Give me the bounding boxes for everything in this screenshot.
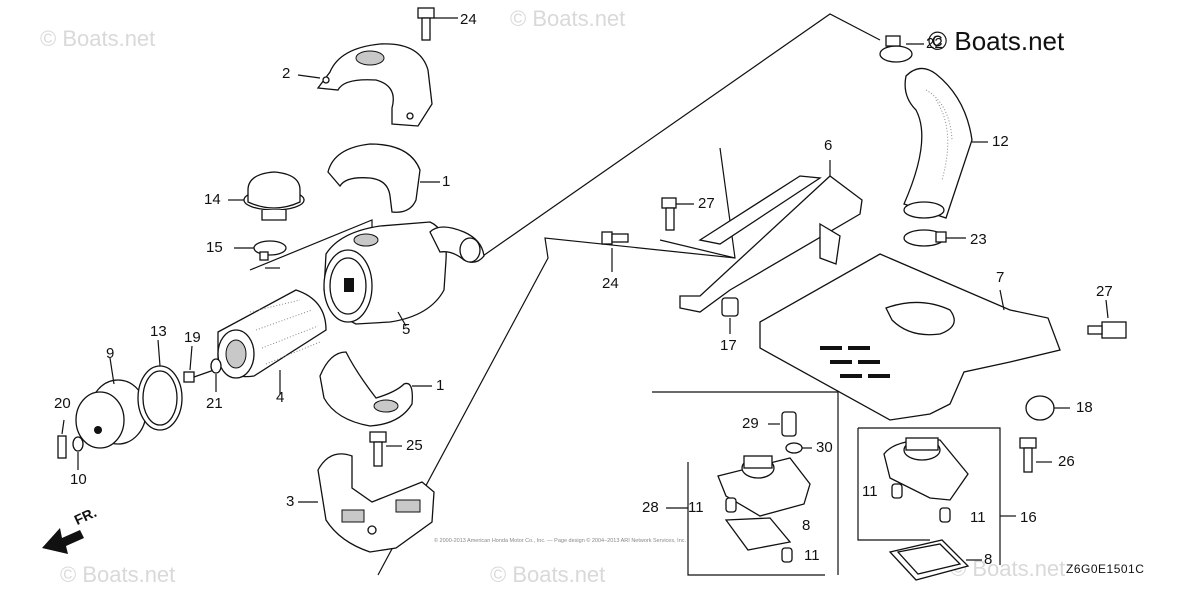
callout-27-upper[interactable]: 27 (698, 195, 715, 212)
callout-20[interactable]: 20 (54, 395, 71, 412)
callout-10[interactable]: 10 (70, 471, 87, 488)
washer-10 (72, 436, 84, 470)
callout-11-left-lower[interactable]: 11 (804, 547, 820, 564)
filter-element-4 (217, 289, 327, 394)
nut-19 (183, 345, 215, 383)
watermark: © Boats.net (490, 562, 606, 587)
strap-1-upper (327, 143, 440, 213)
callout-12[interactable]: 12 (992, 133, 1009, 150)
air-cleaner-body-5 (323, 221, 485, 327)
callout-11-left-upper[interactable]: 11 (688, 499, 704, 516)
group-outline-lines (249, 13, 1001, 576)
callout-8-right[interactable]: 8 (984, 551, 993, 568)
gasket-8 (888, 539, 982, 581)
bolt-24-left (601, 231, 629, 272)
washer-21 (210, 358, 222, 392)
plate-7 (759, 253, 1061, 421)
callout-1-upper[interactable]: 1 (442, 173, 451, 190)
bolt-24-top (417, 7, 458, 41)
callout-11-right-lower[interactable]: 11 (970, 509, 986, 526)
callout-8-left[interactable]: 8 (802, 517, 811, 534)
copyright-notice: © 2000-2013 American Honda Motor Co., In… (433, 538, 687, 544)
callout-24-left[interactable]: 24 (602, 275, 619, 292)
bolt-26 (1019, 437, 1052, 473)
watermark: © Boats.net (40, 26, 156, 51)
callout-13[interactable]: 13 (150, 323, 167, 340)
diagram-code: Z6G0E1501C (1066, 562, 1145, 576)
callout-15[interactable]: 15 (206, 239, 223, 256)
watermark: © Boats.net (510, 6, 626, 31)
callout-26[interactable]: 26 (1058, 453, 1075, 470)
grommet-18 (1025, 395, 1070, 421)
bracket-3 (298, 453, 435, 553)
callout-17[interactable]: 17 (720, 337, 737, 354)
callout-14[interactable]: 14 (204, 191, 221, 208)
bolt-25 (369, 431, 402, 467)
bracket-6 (679, 160, 863, 313)
clamp-15 (234, 240, 287, 261)
clamp-22 (879, 35, 924, 63)
hose-12 (903, 67, 988, 219)
front-arrow (42, 528, 84, 554)
callout-30[interactable]: 30 (816, 439, 833, 456)
callout-22[interactable]: 22 (926, 35, 943, 52)
oring-30 (785, 442, 812, 454)
callout-11-right-upper[interactable]: 11 (862, 483, 878, 500)
callout-5[interactable]: 5 (402, 321, 411, 338)
cap-14 (228, 171, 305, 221)
bolt-27-upper (661, 197, 694, 231)
callout-6[interactable]: 6 (824, 137, 833, 154)
watermark: © Boats.net (60, 562, 176, 587)
grommet-17 (721, 297, 739, 334)
callout-7[interactable]: 7 (996, 269, 1005, 286)
callout-16[interactable]: 16 (1020, 509, 1037, 526)
clamp-23 (903, 229, 966, 247)
callout-25[interactable]: 25 (406, 437, 423, 454)
callout-18[interactable]: 18 (1076, 399, 1093, 416)
callout-3[interactable]: 3 (286, 493, 295, 510)
bolt-20 (57, 419, 67, 459)
callout-28[interactable]: 28 (642, 499, 659, 516)
callout-2[interactable]: 2 (282, 65, 291, 82)
mount-16 (883, 437, 1016, 523)
watermark-main: © Boats.net (928, 26, 1065, 56)
callout-9[interactable]: 9 (106, 345, 115, 362)
strap-1-lower (319, 351, 432, 427)
seal-ring-13 (137, 339, 183, 431)
callout-23[interactable]: 23 (970, 231, 987, 248)
bolt-27-right (1087, 299, 1127, 339)
cover-9 (75, 357, 147, 449)
callout-29[interactable]: 29 (742, 415, 759, 432)
callout-21[interactable]: 21 (206, 395, 223, 412)
strap-2 (297, 43, 433, 127)
callout-19[interactable]: 19 (184, 329, 201, 346)
callout-1-lower[interactable]: 1 (436, 377, 445, 394)
callout-27-right[interactable]: 27 (1096, 283, 1113, 300)
callout-24-top[interactable]: 24 (460, 11, 477, 28)
pin-29 (768, 411, 797, 437)
callout-4[interactable]: 4 (276, 389, 285, 406)
mount-28 (666, 455, 811, 563)
